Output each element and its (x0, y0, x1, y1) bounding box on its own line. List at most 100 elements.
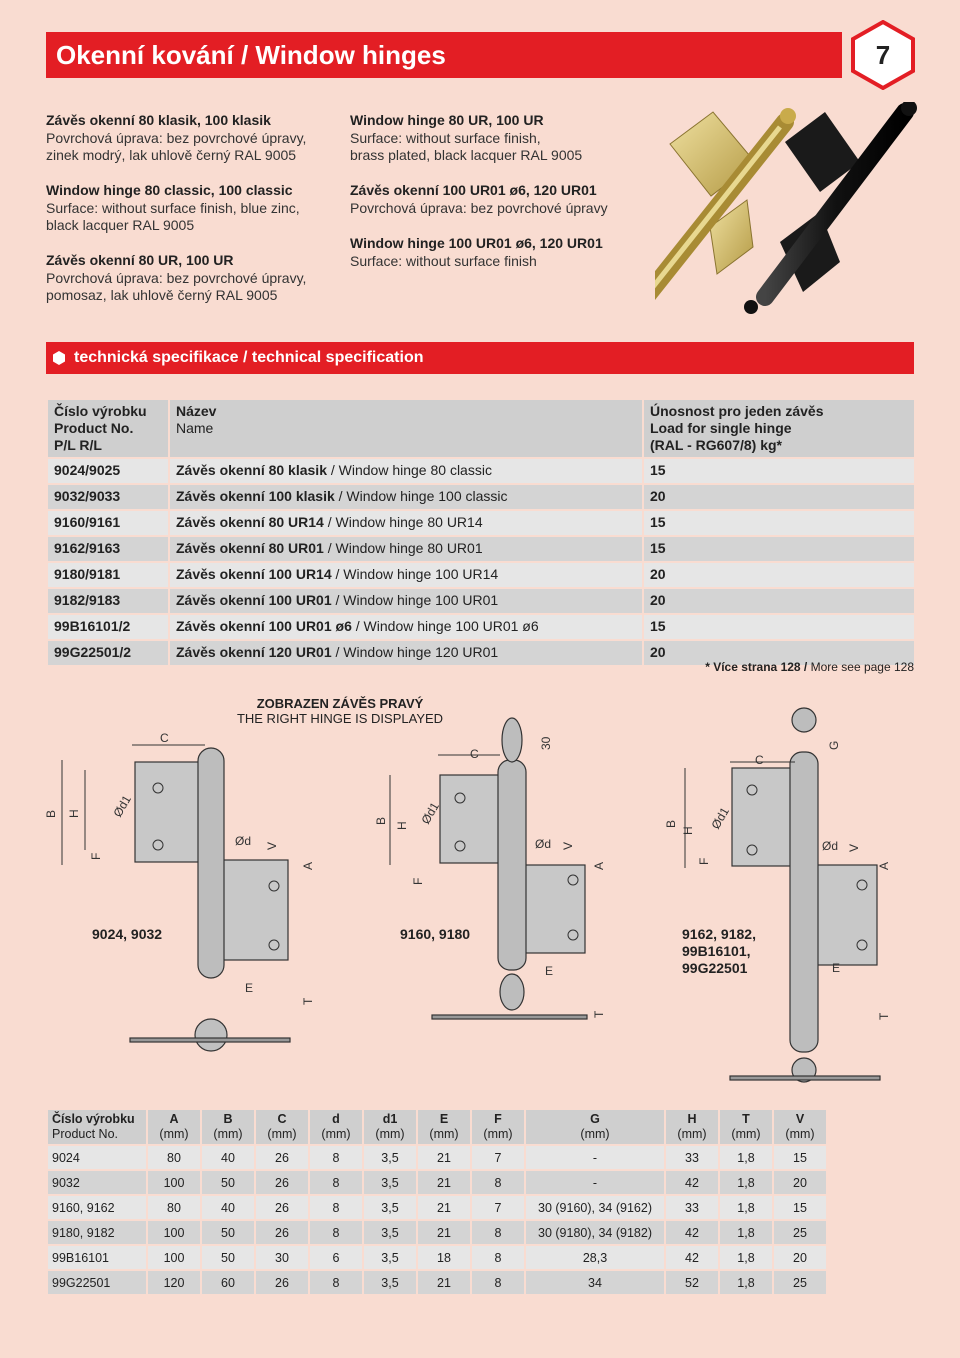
dims-cell: 33 (666, 1146, 718, 1169)
page-number-badge (851, 20, 915, 90)
dims-cell: 42 (666, 1246, 718, 1269)
product-no: 99G22501/2 (48, 641, 168, 665)
dims-cell: 52 (666, 1271, 718, 1294)
load-value: 20 (644, 485, 914, 509)
dims-cell: 18 (418, 1246, 470, 1269)
dims-cell: 30 (9160), 34 (9162) (526, 1196, 664, 1219)
dims-cell: 26 (256, 1196, 308, 1219)
dims-cell: - (526, 1146, 664, 1169)
dims-header-v: V(mm) (774, 1110, 826, 1144)
svg-text:C: C (755, 753, 764, 767)
dims-cell: 8 (310, 1221, 362, 1244)
dims-cell: 34 (526, 1271, 664, 1294)
svg-text:G: G (827, 741, 841, 750)
svg-text:F: F (411, 878, 425, 885)
dims-cell: 60 (202, 1271, 254, 1294)
dims-product-no: 9024 (48, 1146, 146, 1169)
svg-text:E: E (832, 961, 840, 975)
svg-text:H: H (67, 809, 81, 818)
dims-header-f: F(mm) (472, 1110, 524, 1144)
svg-text:Ød1: Ød1 (708, 805, 732, 832)
dims-cell: 80 (148, 1196, 200, 1219)
dims-cell: 100 (148, 1171, 200, 1194)
dims-cell: 1,8 (720, 1271, 772, 1294)
svg-text:T: T (877, 1012, 891, 1020)
dims-cell: 40 (202, 1196, 254, 1219)
dims-header-d: d(mm) (310, 1110, 362, 1144)
dims-product-no: 99B16101 (48, 1246, 146, 1269)
hinge-product-photo (655, 102, 917, 314)
dims-cell: 3,5 (364, 1196, 416, 1219)
hinge2-upper-leaf (439, 774, 501, 864)
product-name: Závěs okenní 100 UR01 / Window hinge 100… (170, 589, 642, 613)
product-no: 9160/9161 (48, 511, 168, 535)
product-no: 9162/9163 (48, 537, 168, 561)
hinge2-top-finial (501, 717, 523, 763)
svg-text:B: B (664, 820, 678, 828)
product-no: 9182/9183 (48, 589, 168, 613)
dims-cell: 3,5 (364, 1271, 416, 1294)
hinge2-plate (431, 1014, 588, 1020)
dims-cell: 26 (256, 1221, 308, 1244)
dims-cell: 1,8 (720, 1171, 772, 1194)
svg-text:H: H (681, 826, 695, 835)
technical-drawings: C B H F Ød1 Ød V A E T C 30 B H F Ød1 Ød… (44, 707, 891, 1083)
dims-product-no: 9180, 9182 (48, 1221, 146, 1244)
dims-cell: 15 (774, 1146, 826, 1169)
product-no: 99B16101/2 (48, 615, 168, 639)
product-name: Závěs okenní 100 UR14 / Window hinge 100… (170, 563, 642, 587)
dims-cell: 100 (148, 1221, 200, 1244)
section-header-specification: technická specifikace / technical specif… (46, 342, 914, 374)
page-title: Okenní kování / Window hinges (46, 32, 842, 78)
dims-cell: 26 (256, 1146, 308, 1169)
dims-cell: 50 (202, 1246, 254, 1269)
dims-cell: 8 (472, 1271, 524, 1294)
dims-cell: 50 (202, 1171, 254, 1194)
dims-product-no: 99G22501 (48, 1271, 146, 1294)
svg-text:E: E (545, 964, 553, 978)
load-value: 15 (644, 511, 914, 535)
svg-text:C: C (160, 731, 169, 745)
product-no: 9032/9033 (48, 485, 168, 509)
svg-text:Ød1: Ød1 (418, 800, 442, 827)
svg-text:F: F (697, 858, 711, 865)
svg-text:30: 30 (539, 736, 553, 750)
dims-header-d1: d1(mm) (364, 1110, 416, 1144)
svg-text:A: A (301, 862, 315, 870)
dims-cell: 21 (418, 1171, 470, 1194)
load-value: 20 (644, 563, 914, 587)
dims-cell: 20 (774, 1246, 826, 1269)
product-name: Závěs okenní 100 klasik / Window hinge 1… (170, 485, 642, 509)
dims-cell: 25 (774, 1271, 826, 1294)
dims-cell: 42 (666, 1221, 718, 1244)
dims-cell: 8 (310, 1196, 362, 1219)
product-name: Závěs okenní 80 UR01 / Window hinge 80 U… (170, 537, 642, 561)
hinge3-barrel (789, 751, 819, 1053)
hinge3-upper-leaf (731, 767, 795, 867)
dims-cell: 1,8 (720, 1146, 772, 1169)
svg-text:H: H (395, 821, 409, 830)
hinge3-lower-leaf (814, 864, 878, 966)
drawing1-model-label: 9024, 9032 (92, 926, 163, 942)
dims-cell: 33 (666, 1196, 718, 1219)
dims-cell: 25 (774, 1221, 826, 1244)
dims-header-e: E(mm) (418, 1110, 470, 1144)
svg-text:V: V (847, 844, 861, 852)
dims-cell: 100 (148, 1246, 200, 1269)
svg-text:B: B (374, 817, 388, 825)
dims-cell: 80 (148, 1146, 200, 1169)
svg-text:E: E (245, 981, 253, 995)
